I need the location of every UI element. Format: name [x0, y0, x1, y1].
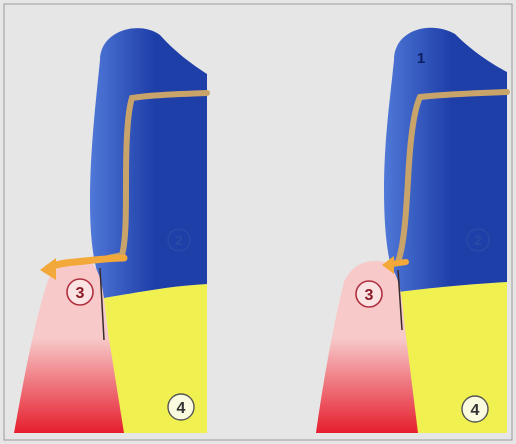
right-label-dentin: 2: [474, 232, 482, 248]
right-label-root: 4: [471, 402, 480, 419]
right-label-gingiva: 3: [365, 287, 374, 304]
right-label-crown: 1: [417, 50, 425, 67]
right-flow-arrow: [392, 262, 406, 264]
right-label-root-marker: 4: [462, 396, 488, 422]
right-label-gingiva-marker: 3: [356, 281, 382, 307]
left-label-root: 4: [177, 400, 186, 417]
left-label-root-marker: 4: [168, 394, 194, 420]
left-label-gingiva: 3: [76, 285, 85, 302]
left-label-gingiva-marker: 3: [67, 279, 93, 305]
left-label-dentin: 2: [175, 232, 183, 248]
